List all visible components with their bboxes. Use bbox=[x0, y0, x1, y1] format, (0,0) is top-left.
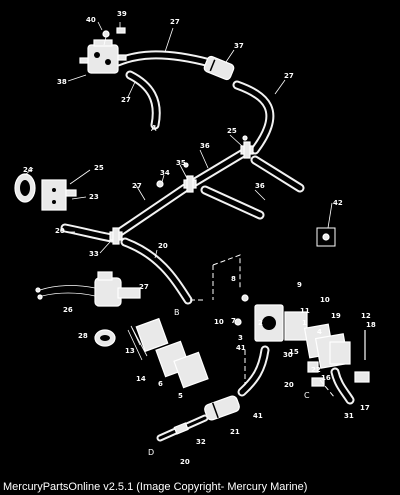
part-number-label: 36 bbox=[255, 182, 265, 190]
part-number-label: 31 bbox=[344, 412, 354, 420]
part-number-label: 32 bbox=[196, 438, 206, 446]
part-number-label: 35 bbox=[176, 159, 186, 167]
part-number-label: 25 bbox=[94, 164, 104, 172]
part-number-label: 27 bbox=[121, 96, 131, 104]
part-number-label: 30 bbox=[283, 351, 293, 359]
part-number-label: 2 bbox=[258, 319, 263, 327]
hose-36-lower bbox=[200, 185, 265, 220]
pump-body-right bbox=[234, 294, 351, 369]
solenoid-valve-38 bbox=[79, 39, 127, 74]
part-number-label: 39 bbox=[117, 10, 127, 18]
bottom-fitting-32 bbox=[156, 414, 209, 442]
part-number-label: 20 bbox=[158, 242, 168, 250]
part-number-label: 7 bbox=[231, 317, 236, 325]
part-number-label: 41 bbox=[253, 412, 263, 420]
part-number-label: 40 bbox=[86, 16, 96, 24]
part-number-label: 10 bbox=[214, 318, 224, 326]
part-number-label: 24 bbox=[23, 166, 33, 174]
connection-letter-label: B bbox=[174, 308, 180, 317]
part-number-label: 1 bbox=[302, 319, 307, 327]
part-number-label: 34 bbox=[160, 169, 170, 177]
part-number-label: 3 bbox=[238, 334, 243, 342]
dashed-connectors bbox=[190, 254, 336, 399]
part-number-label: 23 bbox=[89, 193, 99, 201]
part-number-label: 18 bbox=[366, 321, 376, 329]
gasket-plates bbox=[127, 317, 209, 389]
tee-fitting-35 bbox=[183, 175, 197, 193]
part-number-label: 20 bbox=[284, 381, 294, 389]
part-number-label: 41 bbox=[236, 344, 246, 352]
part-number-label: 27 bbox=[132, 182, 142, 190]
part-number-label: 38 bbox=[57, 78, 67, 86]
part-number-label: 27 bbox=[284, 72, 294, 80]
part-number-label: 15 bbox=[289, 348, 299, 356]
hose-36-upper bbox=[190, 147, 250, 187]
part-number-label: 11 bbox=[300, 307, 310, 315]
leader-lines bbox=[24, 21, 333, 259]
diagram-canvas: 39402737382727A2524363525233427364220332… bbox=[14, 10, 376, 466]
part-number-label: 17 bbox=[360, 404, 370, 412]
part-number-label: 20 bbox=[180, 458, 190, 466]
part-number-label: 27 bbox=[170, 18, 180, 26]
hose-27-right bbox=[232, 80, 275, 155]
part-number-label: 4 bbox=[317, 328, 322, 336]
part-number-label: 13 bbox=[125, 347, 135, 355]
hose-20-long bbox=[120, 237, 193, 305]
clamp-icon bbox=[156, 135, 248, 188]
part-number-label: 19 bbox=[331, 312, 341, 320]
part-number-label: 16 bbox=[321, 374, 331, 382]
nut-39 bbox=[116, 27, 126, 34]
part-number-label: 8 bbox=[231, 275, 236, 283]
part-number-label: 5 bbox=[178, 392, 183, 400]
part-number-label: 10 bbox=[320, 296, 330, 304]
primer-bulb-icon bbox=[14, 173, 77, 211]
part-number-label: 22 bbox=[311, 366, 321, 374]
connection-letter-label: C bbox=[304, 391, 310, 400]
part-number-label: 27 bbox=[139, 283, 149, 291]
fuel-pump-icon bbox=[35, 271, 141, 307]
part-number-label: 33 bbox=[89, 250, 99, 258]
hose-27-middle bbox=[115, 183, 190, 237]
part-number-label: 21 bbox=[230, 428, 240, 436]
part-number-label: 9 bbox=[297, 281, 302, 289]
part-13-bolt bbox=[131, 327, 141, 346]
copyright-caption: MercuryPartsOnline v2.5.1 (Image Copyrig… bbox=[3, 481, 308, 493]
fuel-filter-icon bbox=[203, 55, 235, 81]
part-number-label: 25 bbox=[227, 127, 237, 135]
part-number-label: 20 bbox=[55, 227, 65, 235]
fitting-icon bbox=[307, 330, 370, 387]
part-42-box bbox=[316, 227, 336, 247]
inline-filter-21 bbox=[204, 395, 240, 421]
hose-27-top bbox=[113, 50, 215, 68]
part-number-label: 36 bbox=[200, 142, 210, 150]
part-number-label: 28 bbox=[78, 332, 88, 340]
hose-31 bbox=[330, 367, 355, 405]
tee-fitting-33 bbox=[109, 227, 123, 245]
part-number-label: 26 bbox=[63, 306, 73, 314]
part-number-label: 42 bbox=[333, 199, 343, 207]
connection-letter-label: A bbox=[151, 124, 157, 133]
connection-letter-label: D bbox=[148, 448, 154, 457]
hose-20-left bbox=[60, 223, 117, 243]
part-number-label: 6 bbox=[158, 380, 163, 388]
part-number-label: 12 bbox=[361, 312, 371, 320]
tee-fitting-25-upper bbox=[240, 141, 254, 159]
part-28-cap bbox=[94, 329, 116, 347]
part-number-label: 37 bbox=[234, 42, 244, 50]
hose-27-left bbox=[125, 70, 161, 130]
part-number-label: 14 bbox=[136, 375, 146, 383]
hose-20-lower bbox=[237, 345, 270, 397]
hose-36-right bbox=[250, 155, 305, 193]
screw-40 bbox=[102, 30, 110, 46]
